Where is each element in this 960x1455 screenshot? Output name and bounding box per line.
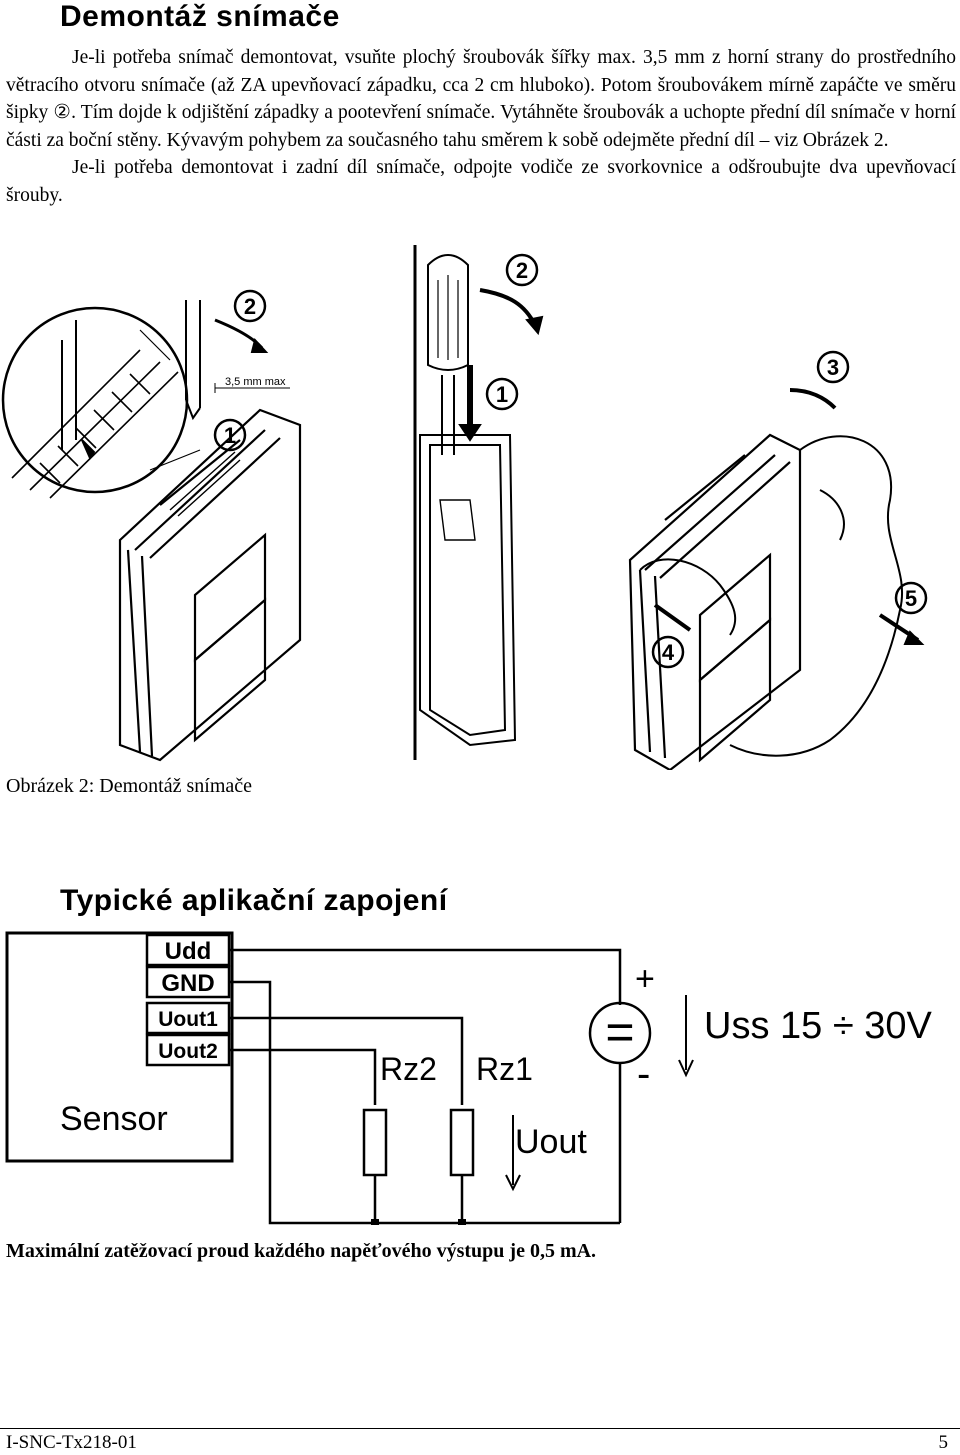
wiring-diagram: Udd GND Uout1 Uout2 Sensor Rz2 Rz1 Uout … xyxy=(5,931,933,1225)
detail-zoom-circle xyxy=(1,306,189,494)
marker-3: 3 xyxy=(816,350,850,384)
detail-vent-grid xyxy=(11,349,179,499)
screwdriver-left xyxy=(185,300,201,421)
marker-1-left: 1 xyxy=(213,418,247,452)
svg-text:4: 4 xyxy=(662,640,675,665)
detail-screwdriver xyxy=(61,320,77,450)
wire-uout1 xyxy=(229,1016,464,1105)
wire-uout2 xyxy=(229,1048,377,1105)
section-title-zapojeni: Typické aplikační zapojení xyxy=(60,884,448,917)
svg-text:2: 2 xyxy=(244,294,256,319)
svg-text:Uout1: Uout1 xyxy=(158,1008,218,1031)
figure-caption: Obrázek 2: Demontáž snímače xyxy=(6,775,253,797)
paragraph-1: Je-li potřeba snímač demontovat, vsuňte … xyxy=(6,47,956,151)
paragraph-2: Je-li potřeba demontovat i zadní díl sní… xyxy=(6,157,956,206)
svg-text:3: 3 xyxy=(827,355,839,380)
disassembly-figure: 3,5 mm max xyxy=(1,245,928,770)
svg-text:GND: GND xyxy=(161,970,214,997)
rz1-label: Rz1 xyxy=(476,1051,533,1087)
marker-2-middle: 2 xyxy=(505,253,539,287)
sensor-side-view xyxy=(419,434,517,747)
resistor-rz1 xyxy=(449,1108,475,1177)
svg-text:5: 5 xyxy=(905,586,917,611)
rz2-label: Rz2 xyxy=(380,1051,437,1087)
footer-divider xyxy=(0,1428,960,1429)
wire-udd xyxy=(229,948,622,1005)
sensor-block xyxy=(5,931,234,1163)
uout-label: Uout xyxy=(515,1123,587,1161)
marker-5: 5 xyxy=(894,581,928,615)
svg-text:1: 1 xyxy=(224,423,236,448)
arrow-4 xyxy=(653,603,692,632)
svg-text:2: 2 xyxy=(516,258,528,283)
svg-text:1: 1 xyxy=(496,382,508,407)
supply-voltage-label: Uss 15 ÷ 30V xyxy=(704,1005,933,1047)
wire-gnd xyxy=(229,980,620,1225)
svg-text:Uout2: Uout2 xyxy=(158,1040,218,1063)
arrow-curve-3 xyxy=(789,388,837,410)
sensor-right xyxy=(628,433,802,770)
sensor-left xyxy=(118,408,302,762)
sensor-label: Sensor xyxy=(60,1100,168,1138)
svg-text:Udd: Udd xyxy=(165,938,212,965)
max-current-note: Maximální zatěžovací proud každého napěť… xyxy=(6,1240,597,1262)
resistor-rz2 xyxy=(362,1108,388,1177)
minus-sign: - xyxy=(637,1052,650,1096)
instructions-text: Je-li potřeba snímač demontovat, vsuňte … xyxy=(6,44,956,209)
width-label: 3,5 mm max xyxy=(225,376,286,388)
marker-2-left: 2 xyxy=(233,289,267,323)
source-symbol: = xyxy=(605,1004,634,1060)
page-number: 5 xyxy=(938,1432,949,1453)
plus-sign: + xyxy=(635,960,655,998)
document-id: I-SNC-Tx218-01 xyxy=(6,1432,137,1453)
section-title-demontaz: Demontáž snímače xyxy=(60,0,340,33)
marker-4: 4 xyxy=(651,635,685,669)
marker-1-middle: 1 xyxy=(485,377,519,411)
